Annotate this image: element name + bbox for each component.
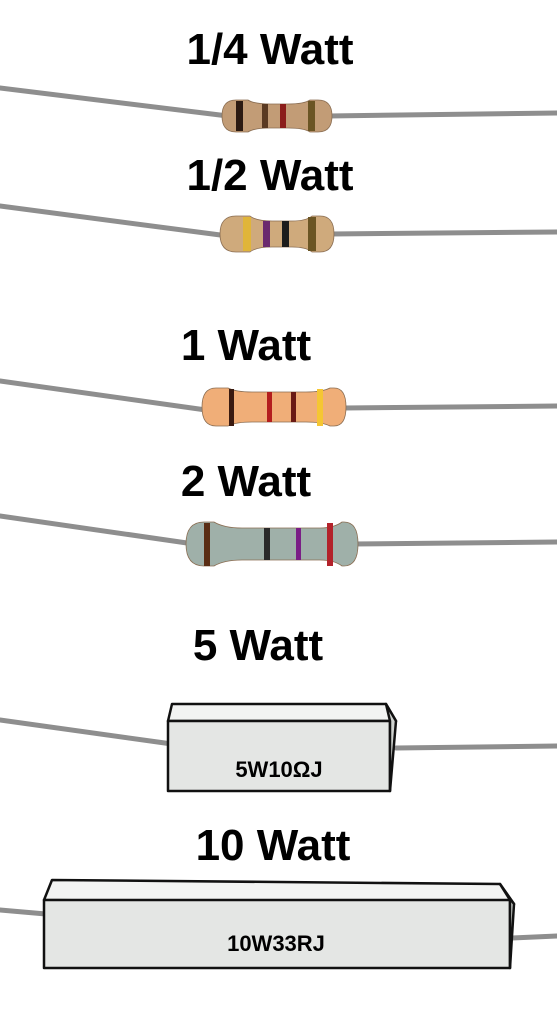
resistor-body [185,521,359,567]
color-band [264,528,270,560]
color-band [327,523,333,566]
color-band [296,528,301,560]
color-band [308,101,315,131]
lead-right [509,933,557,941]
resistor-body [221,99,333,133]
label-ten-watt: 10 Watt [196,821,351,870]
lead-left [0,203,231,239]
color-band [236,101,243,131]
label-five-watt: 5 Watt [193,621,324,670]
resistor-body-top [166,702,398,723]
lead-right [393,743,557,751]
lead-right [327,229,557,237]
label-two-watt: 2 Watt [181,457,312,506]
label-quarter-watt: 1/4 Watt [186,25,353,74]
color-band [317,389,323,426]
lead-left [0,513,197,547]
color-band [291,392,296,422]
resistor-two-watt: 2 Watt [0,457,557,567]
color-band [263,221,270,247]
resistor-body-side [384,702,398,793]
color-band [267,392,272,422]
lead-right [325,110,557,119]
resistor-quarter-watt: 1/4 Watt [0,25,557,133]
lead-right [341,403,557,411]
color-band [243,217,251,251]
color-band [229,389,234,426]
resistor-body [201,387,347,427]
resistor-body-side [498,882,516,970]
resistor-code: 5W10ΩJ [235,757,322,782]
lead-right [349,539,557,547]
color-band [280,104,286,128]
resistor-half-watt: 1/2 Watt [0,151,557,253]
resistor-body [219,215,335,253]
color-band [262,104,268,128]
resistor-body [166,719,392,793]
lead-left [0,378,209,413]
lead-left [0,717,175,747]
resistor-five-watt: 5 Watt 5W10ΩJ [0,621,557,793]
resistor-one-watt: 1 Watt [0,321,557,427]
resistor-ten-watt: 10 Watt 10W33RJ [0,821,557,970]
lead-left [0,907,49,917]
color-band [308,217,316,251]
lead-left [0,85,231,119]
resistor-code: 10W33RJ [227,931,325,956]
label-one-watt: 1 Watt [181,321,312,370]
color-band [282,221,289,247]
color-band [204,523,210,566]
label-half-watt: 1/2 Watt [186,151,353,200]
